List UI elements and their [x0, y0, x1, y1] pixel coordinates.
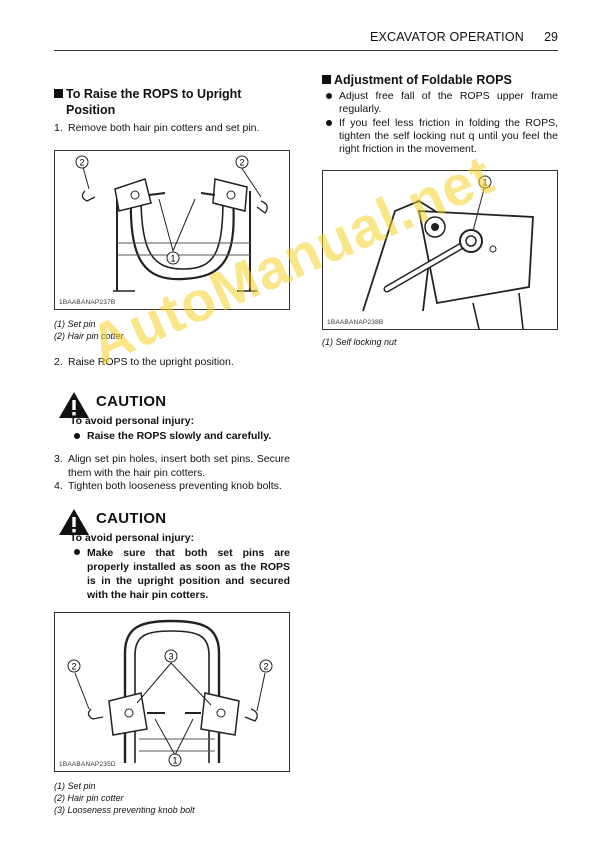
step-2: 2. Raise ROPS to the upright position. — [54, 355, 234, 368]
rops-pivot-illustration — [362, 184, 534, 330]
rops-folded-illustration — [81, 166, 268, 292]
caption: (2) Hair pin cotter — [54, 330, 124, 341]
callout-3-icon: 3 — [164, 649, 178, 662]
svg-text:2: 2 — [79, 157, 84, 167]
callout-2-icon: 2 — [259, 659, 273, 672]
caption: (1) Self locking nut — [322, 337, 397, 347]
warning-triangle-icon — [59, 508, 89, 535]
callout-2-icon: 2 — [67, 659, 81, 672]
figure-2-captions: (1) Set pin (2) Hair pin cotter (3) Loos… — [54, 780, 290, 816]
section-title-raise-rops: To Raise the ROPS to Upright Position — [54, 86, 290, 118]
figure-code: 1BAABANAP237B — [59, 298, 116, 306]
caption: (1) Set pin — [54, 318, 96, 329]
caution-heading: CAUTION — [96, 509, 167, 527]
step-1: 1. Remove both hair pin cotters and set … — [54, 122, 260, 134]
step-4: 4. Tighten both looseness preventing kno… — [54, 480, 282, 492]
right-column: Adjustment of Foldable ROPS Adjust free … — [322, 72, 558, 348]
square-bullet-icon — [54, 89, 63, 98]
figure-code: 1BAABANAP235D — [59, 760, 116, 768]
page-number: 29 — [544, 30, 558, 44]
bullet-dot-icon — [326, 93, 332, 99]
figure-1-captions: (1) Set pin (2) Hair pin cotter — [54, 318, 290, 342]
left-column: To Raise the ROPS to Upright Position 1.… — [54, 86, 290, 816]
rops-upright-illustration — [74, 619, 266, 763]
caution-block-2: CAUTION — [54, 508, 290, 535]
svg-text:2: 2 — [239, 157, 244, 167]
callout-2-icon: 2 — [75, 155, 89, 168]
callout-1-icon: 1 — [478, 175, 492, 189]
svg-text:1: 1 — [172, 755, 177, 765]
callout-2-icon: 2 — [235, 155, 249, 168]
header-rule — [54, 50, 558, 51]
svg-text:2: 2 — [71, 661, 76, 671]
figure-3-captions: (1) Self locking nut — [322, 336, 558, 348]
caption: (3) Looseness preventing knob bolt — [54, 804, 195, 815]
caption: (1) Set pin — [54, 780, 96, 791]
callout-1-icon: 1 — [166, 251, 180, 264]
step-3: 3. Align set pin holes, insert both set … — [54, 453, 290, 479]
caption: (2) Hair pin cotter — [54, 792, 124, 803]
svg-text:2: 2 — [263, 661, 268, 671]
caution-lead: To avoid personal injury: — [70, 415, 195, 427]
svg-text:1: 1 — [482, 178, 487, 188]
page-header: EXCAVATOR OPERATION 29 — [54, 30, 558, 51]
callout-1-icon: 1 — [168, 753, 182, 766]
warning-triangle-icon — [59, 392, 89, 418]
figure-self-locking-nut: 1 1BAABANAP238B — [322, 170, 558, 330]
caution-heading: CAUTION — [96, 393, 167, 410]
caution-block-1: CAUTION — [54, 391, 290, 418]
square-bullet-icon — [322, 75, 331, 84]
bullet-dot-icon — [74, 432, 80, 439]
bullet-dot-icon — [74, 549, 80, 555]
section-title-adjustment: Adjustment of Foldable ROPS — [322, 72, 558, 88]
caution-bullet: Make sure that both set pins are properl… — [70, 546, 290, 602]
svg-text:1: 1 — [170, 253, 175, 263]
caution-bullet: Raise the ROPS slowly and carefully. — [70, 429, 290, 443]
bullet-dot-icon — [326, 120, 332, 126]
figure-code: 1BAABANAP238B — [327, 319, 384, 326]
caution-lead: To avoid personal injury: — [70, 531, 195, 544]
adjustment-bullet: Adjust free fall of the ROPS upper frame… — [322, 90, 558, 116]
svg-text:3: 3 — [168, 651, 173, 661]
figure-set-pin-hair-pin: 2 2 1 1BAABANAP237B — [54, 149, 290, 310]
figure-upright-rops: 2 2 3 1 1BAABANAP235D — [54, 611, 290, 772]
header-title: EXCAVATOR OPERATION — [369, 30, 524, 44]
adjustment-bullet: If you feel less friction in folding the… — [322, 117, 558, 156]
